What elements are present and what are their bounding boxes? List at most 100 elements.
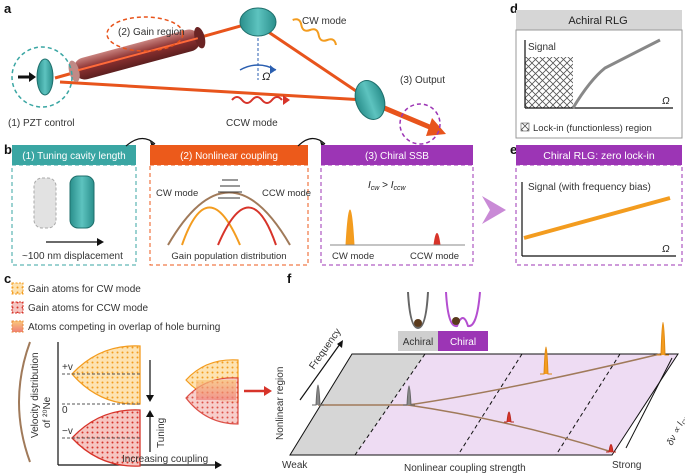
- c-ylabel-2: of ²⁰Ne: [42, 396, 53, 428]
- cw-frequency-line: [318, 353, 661, 406]
- lockin-region: [525, 57, 573, 108]
- b2-ccw-label: CCW mode: [262, 188, 311, 199]
- panel-f: f Frequency δν ∝ Icw − Iccw Achiral Chir…: [282, 271, 685, 474]
- b-to-e-chevron: [482, 196, 506, 224]
- panel-b: b (1) Tuning cavity length ~100 nm displ…: [4, 137, 506, 266]
- b1-title-bar: [12, 145, 136, 165]
- peak-ccw-strong: [606, 444, 616, 453]
- b3-title-bar: [321, 145, 473, 165]
- output-mirror: [354, 80, 386, 120]
- peak-ccw-mid: [504, 411, 514, 423]
- frequency-axis: [299, 343, 341, 401]
- cw-mode-label: CW mode: [302, 16, 347, 27]
- b3-cw-peak: [332, 209, 368, 246]
- e-ylabel: Signal (with frequency bias): [528, 182, 651, 193]
- nonlinear-arrow-head: [264, 386, 272, 396]
- panel-d: d Achiral RLG Signal Ω Lock-in (function…: [510, 1, 683, 139]
- achiral-tag-label: Achiral: [403, 337, 434, 348]
- b2-caption: Gain population distribution: [171, 251, 286, 262]
- achiral-title: Achiral RLG: [568, 15, 627, 27]
- peak-weak: [312, 384, 324, 406]
- chiral-tag-label: Chiral: [450, 337, 476, 348]
- panel-b-letter: b: [4, 142, 12, 157]
- b2-cw-label: CW mode: [156, 188, 198, 199]
- beam-bottom: [59, 80, 366, 102]
- top-mirror: [239, 7, 277, 37]
- pzt-label: (1) PZT control: [8, 118, 75, 129]
- e-title-bar: [516, 145, 682, 165]
- c-xlabel: Increasing coupling: [122, 454, 208, 465]
- b2-frame: [149, 164, 309, 266]
- b1-caption: ~100 nm displacement: [22, 251, 123, 262]
- b3-ccw-label: CCW mode: [410, 251, 459, 262]
- b3-frame: [320, 164, 474, 266]
- panel-c: c Gain atoms for CW mode Gain atoms for …: [4, 271, 286, 469]
- single-well-potential: [407, 291, 429, 330]
- f-plane-outline: [289, 353, 679, 456]
- ccw-wave: [231, 96, 283, 104]
- weak-label: Weak: [282, 460, 308, 471]
- b2-title-bar: [150, 145, 308, 165]
- tuning-label: Tuning: [156, 418, 167, 448]
- overlap-region: [196, 380, 236, 400]
- cw-gain-lobe: [71, 345, 141, 405]
- cw-wave: [292, 18, 337, 46]
- double-well-potential: [445, 291, 481, 328]
- ccw-frequency-line: [407, 404, 613, 453]
- gain-region-marker: [106, 16, 184, 52]
- panel-d-letter: d: [510, 1, 518, 16]
- b3-title: (3) Chiral SSB: [365, 151, 429, 162]
- b2-population-curve: [167, 191, 291, 246]
- pzt-arrow-head: [29, 72, 36, 82]
- peak-transition: [403, 385, 415, 406]
- delta-bracket: [625, 357, 673, 449]
- plus-v-label: +v: [62, 362, 73, 373]
- legend-cw: Gain atoms for CW mode: [28, 284, 141, 295]
- e-frame: [515, 164, 683, 266]
- legend-overlap: Atoms competing in overlap of hole burni…: [28, 322, 220, 333]
- double-well-ball: [452, 317, 460, 325]
- b-connector-2: [297, 137, 326, 147]
- d-xlabel: Ω: [662, 96, 670, 107]
- panel-e: e Chiral RLG: zero lock-in Signal (with …: [510, 142, 683, 266]
- gain-tube: [68, 26, 206, 83]
- tuning-arrow-up-head: [146, 410, 154, 417]
- delta-label: δν ∝ Icw − Iccw: [665, 389, 685, 448]
- b2-ccw-hole: [217, 206, 277, 246]
- achiral-tag: [398, 331, 438, 351]
- e-title: Chiral RLG: zero lock-in: [543, 150, 655, 162]
- minus-v-label: −v: [62, 426, 73, 437]
- b2-title: (2) Nonlinear coupling: [180, 151, 278, 162]
- nonlinear-label: Nonlinear region: [275, 367, 286, 440]
- chiral-signal-line: [523, 196, 671, 240]
- peak-cw-mid: [540, 346, 552, 375]
- b-connector-1: [125, 137, 156, 147]
- achiral-signal-curve: [571, 38, 661, 109]
- b2-cw-hole: [181, 206, 241, 246]
- panel-a-letter: a: [4, 1, 12, 16]
- c-x-axis-head: [215, 461, 222, 469]
- beam-top-right: [257, 23, 366, 99]
- b1-mirror: [69, 175, 95, 229]
- panel-c-letter: c: [4, 271, 11, 286]
- panel-a: a (2) Gain region (1) PZT control Ω CW m…: [4, 1, 446, 145]
- b1-displacement-head: [97, 238, 104, 246]
- legend-ccw-swatch: [11, 301, 24, 314]
- panel-e-letter: e: [510, 142, 517, 157]
- lockin-legend-swatch: [520, 122, 530, 132]
- gain-region-label: (2) Gain region: [118, 27, 185, 38]
- f-xlabel: Nonlinear coupling strength: [404, 463, 526, 474]
- e-xlabel: Ω: [662, 244, 670, 255]
- b3-ccw-peak: [426, 233, 448, 246]
- legend-cw-swatch: [11, 282, 24, 295]
- single-well-ball: [414, 319, 422, 327]
- b1-title: (1) Tuning cavity length: [22, 151, 125, 162]
- b3-cw-label: CW mode: [332, 251, 374, 262]
- pzt-marker: [11, 46, 73, 108]
- output-arrowhead: [426, 118, 446, 136]
- chiral-region: [355, 354, 678, 455]
- b2-overlap-stripes: [218, 179, 242, 199]
- lockin-legend: Lock-in (functionless) region: [533, 123, 652, 134]
- strong-label: Strong: [612, 460, 641, 471]
